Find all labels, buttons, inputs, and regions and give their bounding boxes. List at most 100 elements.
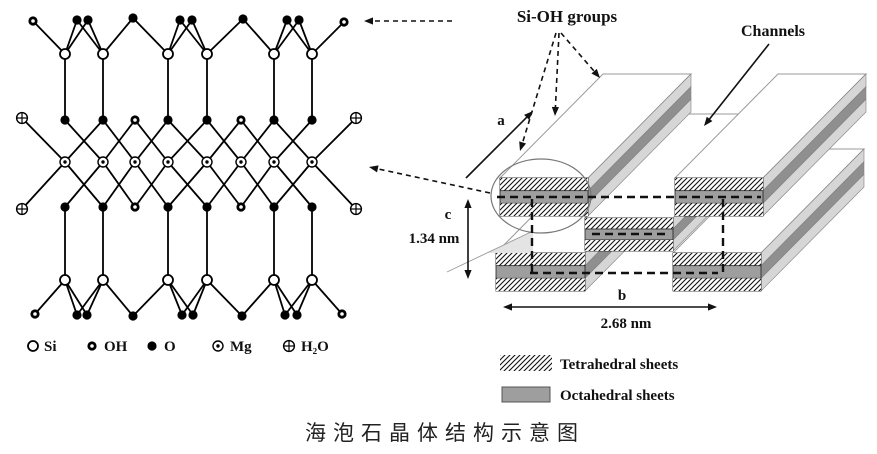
o-atom [202, 115, 212, 125]
bond [273, 19, 300, 55]
bond [32, 20, 66, 55]
o-atom [238, 14, 248, 24]
c-axis-label: c [445, 207, 452, 223]
o-atom [98, 202, 108, 212]
arrowhead [464, 270, 472, 279]
bond [167, 279, 183, 316]
o-atom [128, 13, 138, 23]
bond [179, 19, 208, 55]
mg-atom [97, 156, 109, 168]
o-atom [202, 202, 212, 212]
bond [64, 19, 78, 55]
tetrahedral-hatch [585, 240, 673, 251]
legend-label-mg: Mg [230, 339, 252, 355]
annotations [364, 17, 770, 311]
o-atom [175, 15, 185, 25]
bond [206, 18, 244, 55]
bond [87, 19, 104, 55]
h2o-atom [15, 202, 29, 216]
o-atom [60, 115, 70, 125]
atom-legend-symbols [27, 339, 296, 353]
slab-upper-right [673, 73, 868, 217]
oh-atom [337, 309, 347, 319]
si-atom [268, 48, 280, 60]
o-atom [163, 115, 173, 125]
h2o-atom [282, 339, 296, 353]
o-atom [98, 115, 108, 125]
oh-atom [236, 115, 246, 125]
bond [296, 279, 313, 316]
o-atom [294, 15, 304, 25]
oh-atom [28, 16, 38, 26]
bond [273, 19, 288, 55]
si-atom [97, 274, 109, 286]
si-atom [162, 48, 174, 60]
bond [286, 19, 313, 55]
oh-atom [30, 309, 40, 319]
si-atom [268, 274, 280, 286]
tetrahedral-sheets-label: Tetrahedral sheets [560, 357, 678, 373]
o-atom [82, 310, 92, 320]
figure-caption: 海泡石晶体结构示意图 [305, 421, 585, 445]
octahedral-sheets-label: Octahedral sheets [560, 388, 675, 404]
bond [64, 279, 78, 316]
oh-atom [236, 202, 246, 212]
si-atom [306, 48, 318, 60]
o-atom [237, 311, 247, 321]
bond [298, 19, 313, 55]
o-atom [147, 341, 157, 351]
si-atom [97, 48, 109, 60]
o-atom [292, 310, 302, 320]
tetrahedral-hatch [496, 278, 585, 291]
h2o-atom [15, 111, 29, 125]
arrowhead [503, 303, 512, 311]
bond [241, 279, 275, 317]
bond [167, 279, 194, 316]
o-atom [188, 310, 198, 320]
bond [192, 279, 208, 316]
bond [181, 279, 208, 316]
bond [134, 161, 169, 208]
bond [167, 119, 208, 163]
o-atom [307, 202, 317, 212]
bond [191, 19, 208, 55]
slab-upper-left [498, 73, 693, 217]
arrowhead [464, 199, 472, 208]
bond [240, 161, 275, 208]
bond [311, 21, 345, 55]
si-oh-arrow [554, 32, 560, 110]
a-axis-label: a [497, 113, 505, 129]
mg-atom [268, 156, 280, 168]
si-oh-arrow [560, 32, 597, 74]
channels-label: Channels [741, 23, 805, 40]
bond [273, 279, 286, 316]
o-atom [163, 202, 173, 212]
mg-atom [201, 156, 213, 168]
b-axis-label: b [618, 288, 626, 304]
bond [64, 161, 104, 208]
crystal-atoms [15, 13, 363, 321]
mg-atom [235, 156, 247, 168]
oh-atom [87, 341, 97, 351]
sheet-legend: Tetrahedral sheets Octahedral sheets [500, 355, 678, 404]
mg-atom [59, 156, 71, 168]
o-atom [187, 15, 197, 25]
bond [86, 279, 104, 316]
bond [134, 119, 169, 163]
si-atom [59, 274, 71, 286]
si-oh-arrow [521, 32, 557, 145]
link-arrow-middle [375, 167, 491, 194]
bond [64, 279, 88, 316]
bond [311, 161, 357, 210]
arrowhead [364, 17, 373, 25]
o-atom [128, 311, 138, 321]
bond [34, 279, 66, 315]
bond [102, 279, 134, 317]
mg-atom [306, 156, 318, 168]
arrowhead [369, 165, 379, 173]
tetrahedral-hatch [585, 218, 673, 229]
mg-atom [129, 156, 141, 168]
bond [206, 161, 242, 208]
si-atom [59, 48, 71, 60]
